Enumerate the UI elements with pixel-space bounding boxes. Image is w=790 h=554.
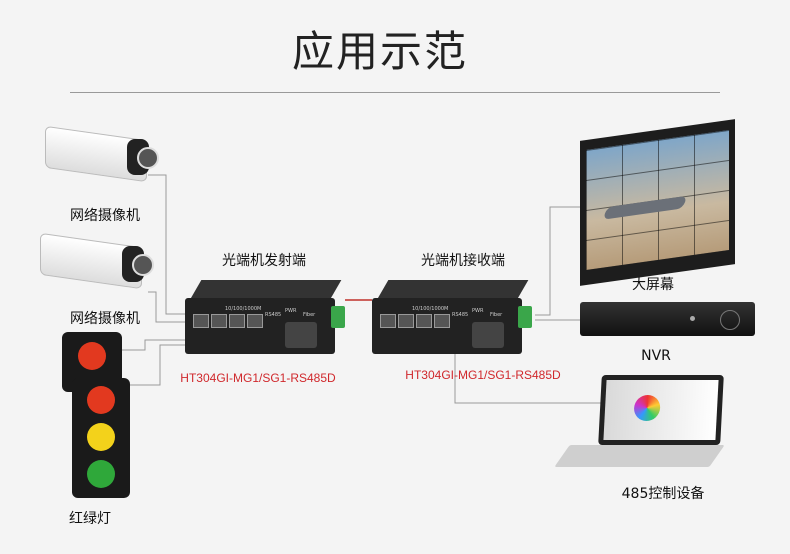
traffic-light-icon (72, 378, 130, 498)
traffic-light-label: 红绿灯 (69, 511, 111, 527)
pwr-label: PWR (285, 308, 297, 314)
rx-model: HT304GI-MG1/SG1-RS485D (405, 368, 561, 382)
divider (70, 92, 720, 93)
screen-label: 大屏幕 (632, 277, 674, 293)
speed-label: 10/100/1000M (225, 306, 262, 312)
rx-fiber-converter: 10/100/1000M RS485 PWR Fiber (372, 280, 532, 356)
fiber-label: Fiber (303, 312, 316, 318)
light2-wire (130, 344, 188, 386)
camera2-wire (148, 291, 188, 323)
camera2-label: 网络摄像机 (70, 311, 140, 327)
nvr-label: NVR (641, 348, 671, 364)
camera1-wire (148, 174, 188, 315)
speed-label: 10/100/1000M (412, 306, 449, 312)
camera1-label: 网络摄像机 (70, 208, 140, 224)
fiber-label: Fiber (490, 312, 503, 318)
laptop-icon (598, 375, 724, 445)
nvr-icon (580, 302, 755, 336)
screen-wire (535, 206, 582, 316)
video-wall-icon (580, 119, 735, 286)
laptop-keyboard (554, 445, 725, 467)
tx-label: 光端机发射端 (222, 253, 306, 269)
tx-fiber-converter: 10/100/1000M RS485 PWR Fiber (185, 280, 345, 356)
camera-icon (45, 125, 159, 190)
page-title: 应用示范 (291, 27, 469, 76)
rs485-label: RS485 (452, 312, 469, 318)
tx-model: HT304GI-MG1/SG1-RS485D (180, 371, 336, 385)
controller-wire (454, 345, 626, 404)
camera-icon (40, 232, 154, 297)
controller-label: 485控制设备 (621, 486, 705, 502)
light1-wire (120, 339, 188, 351)
pwr-label: PWR (472, 308, 484, 314)
rx-label: 光端机接收端 (421, 253, 505, 269)
rs485-label: RS485 (265, 312, 282, 318)
